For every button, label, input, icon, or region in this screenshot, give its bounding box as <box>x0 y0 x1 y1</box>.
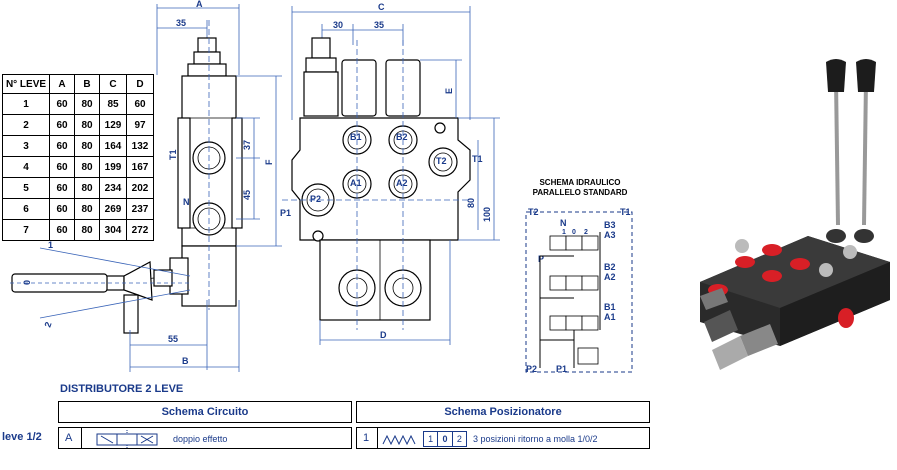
scheme-b1: B1 <box>604 302 616 312</box>
header-d: D <box>126 74 154 94</box>
circuit-code: A <box>65 432 73 444</box>
port-a1: A1 <box>350 178 362 188</box>
front-port-p1: P1 <box>280 208 291 218</box>
side-dim-a: A <box>196 0 203 9</box>
scheme-a2: A2 <box>604 272 616 282</box>
row-label: leve 1/2 <box>2 431 42 443</box>
scheme-p2: P2 <box>526 364 537 374</box>
front-dim-80: 80 <box>466 198 476 208</box>
product-photo-valve <box>700 59 890 370</box>
positioner-desc: 3 posizioni ritorno a molla 1/0/2 <box>473 434 598 444</box>
positioner-pos-0: 0 <box>438 432 453 446</box>
side-port-t1: T1 <box>168 149 178 160</box>
side-dim-45: 45 <box>242 190 252 200</box>
positioner-pos-1: 1 <box>424 432 439 446</box>
scheme-num-2: 2 <box>584 229 588 236</box>
lever-pos-0: 0 <box>22 280 32 285</box>
spring-symbol-icon <box>382 434 416 446</box>
side-port-n: N <box>183 197 190 207</box>
dimensions-table-cell: 237 <box>126 198 154 220</box>
front-dim-100: 100 <box>482 207 492 222</box>
dimensions-table-cell: 272 <box>126 219 154 241</box>
side-dim-35: 35 <box>176 18 186 28</box>
dimensions-table-cell: 60 <box>49 219 75 241</box>
hydraulic-scheme-title-1: SCHEMA IDRAULICO <box>539 178 621 187</box>
hydraulic-scheme: T2 T1 N B3 A3 P B2 A2 B1 A1 P2 P1 1 <box>525 207 633 374</box>
scheme-n: N <box>560 218 567 228</box>
distributor-title: DISTRIBUTORE 2 LEVE <box>60 383 184 395</box>
scheme-b3: B3 <box>604 220 616 230</box>
positioner-selector: 1 0 2 <box>423 431 467 447</box>
port-a2: A2 <box>396 178 408 188</box>
circuit-desc: doppio effetto <box>173 434 228 444</box>
scheme-t1: T1 <box>620 207 631 217</box>
port-b1: B1 <box>350 132 362 142</box>
scheme-t2: T2 <box>528 207 539 217</box>
port-t2: T2 <box>436 156 447 166</box>
port-p2: P2 <box>310 194 321 204</box>
positioner-row: 1 1 0 2 3 posizioni ritorno a molla 1/0/… <box>356 427 650 449</box>
side-dim-37: 37 <box>242 140 252 150</box>
front-dim-35: 35 <box>374 20 384 30</box>
scheme-a3: A3 <box>604 230 616 240</box>
port-b2: B2 <box>396 132 408 142</box>
front-port-t1: T1 <box>472 154 483 164</box>
circuit-row: A doppio effetto <box>58 427 352 449</box>
positioner-header: Schema Posizionatore <box>356 401 650 423</box>
dimensions-table-cell: 304 <box>99 219 127 241</box>
circuit-symbol-icon <box>96 430 158 448</box>
scheme-p: P <box>538 254 544 264</box>
side-dim-b: B <box>182 356 189 366</box>
scheme-num-0: 0 <box>572 229 576 236</box>
scheme-p1: P1 <box>556 364 567 374</box>
front-dim-c: C <box>378 2 385 12</box>
front-dim-d: D <box>380 330 387 340</box>
lever-pos-1: 1 <box>48 240 53 250</box>
front-view-drawing: C 30 35 B1 B2 T2 A1 A2 P2 P1 T1 <box>280 2 500 345</box>
front-dim-e: E <box>444 88 454 94</box>
scheme-b2: B2 <box>604 262 616 272</box>
hydraulic-scheme-title-2: PARALLELO STANDARD <box>532 188 628 197</box>
lever-pos-2: 2 <box>42 321 53 329</box>
front-dim-30: 30 <box>333 20 343 30</box>
dimensions-table-header: N° LEVE A B C D <box>2 74 154 94</box>
side-view-drawing: A 35 T1 N 1 0 2 <box>10 0 282 372</box>
hydraulic-scheme-title: SCHEMA IDRAULICO PARALLELO STANDARD <box>520 178 640 198</box>
scheme-a1: A1 <box>604 312 616 322</box>
circuit-divider <box>81 427 82 449</box>
positioner-pos-2: 2 <box>456 434 462 444</box>
side-dim-f: F <box>264 159 274 165</box>
circuit-header: Schema Circuito <box>58 401 352 423</box>
positioner-code: 1 <box>363 432 370 444</box>
side-dim-55: 55 <box>168 334 178 344</box>
scheme-num-1: 1 <box>562 229 566 236</box>
positioner-divider <box>377 427 378 449</box>
